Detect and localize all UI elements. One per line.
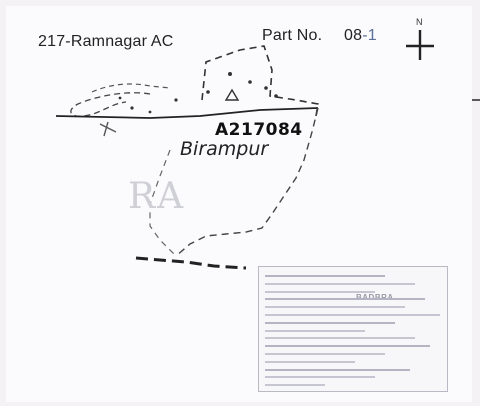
north-arrow-icon — [406, 30, 434, 60]
north-letter: N — [416, 17, 423, 27]
part-number-main: 08 — [344, 27, 363, 44]
faded-area-mark: RA — [128, 176, 186, 217]
legend-text-line — [265, 337, 415, 340]
part-number-value: 08-1 — [344, 27, 377, 45]
boundary-west — [149, 149, 177, 257]
boundary-left-curl — [70, 92, 151, 117]
legend-box: BADBRA — [258, 266, 448, 392]
road-line — [55, 107, 319, 119]
part-number-tail: -1 — [362, 27, 377, 44]
legend-text-line — [265, 360, 355, 363]
legend-text-line — [265, 314, 440, 316]
legend-text-line — [265, 298, 425, 301]
assembly-constituency-title: 217-Ramnagar AC — [38, 33, 174, 50]
legend-text-line — [265, 376, 375, 379]
village-code: A217084 — [215, 120, 303, 140]
boundary-left-arc — [91, 83, 171, 93]
legend-badge: BADBRA — [356, 293, 394, 302]
legend-text-line — [265, 290, 375, 293]
legend-text-line — [265, 329, 365, 332]
boundary-upper — [201, 45, 319, 117]
legend-text-line — [265, 321, 395, 324]
legend-text-line — [265, 368, 410, 371]
landmark-dots — [118, 72, 278, 114]
boundary-main — [175, 107, 319, 257]
legend-text-line — [265, 306, 405, 309]
legend-text-line — [265, 275, 385, 277]
legend-text-line — [265, 384, 325, 387]
village-name: Birampur — [180, 138, 269, 160]
cross-mark-icon — [99, 121, 117, 137]
legend-text-line — [265, 345, 430, 348]
legend-text-line — [265, 353, 385, 355]
legend-text-line — [265, 282, 415, 285]
triangle-landmark-icon — [224, 88, 240, 101]
boundary-bottom — [135, 256, 247, 270]
part-number-label: Part No. — [262, 27, 323, 44]
